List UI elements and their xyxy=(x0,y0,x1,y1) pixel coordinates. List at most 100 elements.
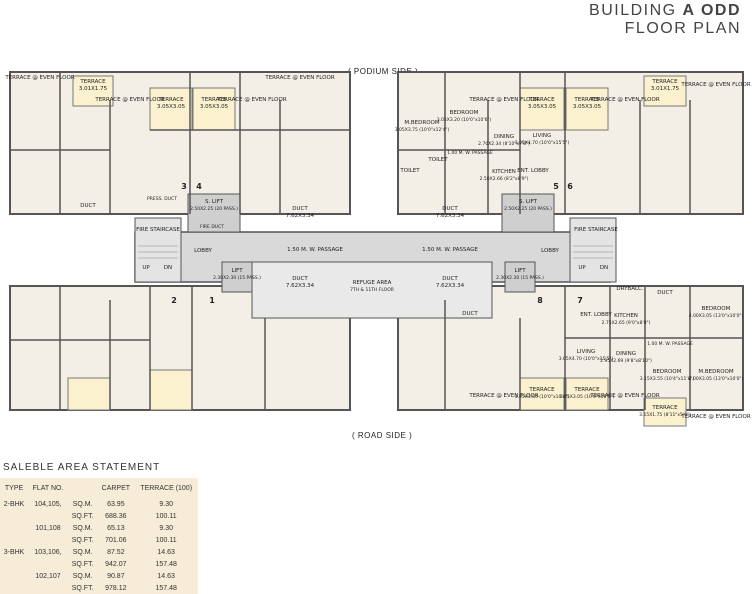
label-terrace-even-2: TERRACE @ EVEN FLOOR xyxy=(94,97,164,103)
label-terrace-even-4: TERRACE @ EVEN FLOOR xyxy=(264,75,334,81)
header-flat-no: FLAT NO. xyxy=(32,484,64,492)
label-terrace-3: TERRACE xyxy=(200,97,227,103)
s-lift-left xyxy=(187,193,241,233)
cell-carpet: 688.36 xyxy=(105,512,127,520)
cell-flat xyxy=(28,582,68,594)
label-fire-staircase-2: FIRE STAIRCASE xyxy=(574,227,618,233)
cell-flat: 101,108 xyxy=(35,524,61,532)
label-terrace-6: TERRACE xyxy=(573,97,600,103)
label-kitchen-2: KITCHEN xyxy=(614,313,638,319)
lift-left xyxy=(221,261,253,293)
label-terrace-even-10: TERRACE @ EVEN FLOOR xyxy=(680,414,750,420)
label-s-lift-1: S. LIFT xyxy=(205,199,224,205)
label-dn-1: DN xyxy=(164,265,172,271)
label-terrace-even-8: TERRACE @ EVEN FLOOR xyxy=(468,393,538,399)
interior-walls xyxy=(10,72,743,410)
cell-unit: SQ.M. xyxy=(72,548,93,556)
label-terrace-5-dim: 3.05X3.05 xyxy=(528,104,557,110)
label-ent-lobby-2: ENT. LOBBY xyxy=(580,312,612,318)
cell-unit: SQ.M. xyxy=(72,524,93,532)
unit-number-6: 6 xyxy=(567,182,573,191)
label-terrace-5: TERRACE xyxy=(528,97,555,103)
label-press-duct: PRESS. DUCT xyxy=(147,196,177,202)
label-terrace-1: TERRACE xyxy=(79,79,106,85)
stair-treads xyxy=(138,245,613,259)
label-m-bedroom: M.BEDROOM xyxy=(404,120,439,126)
cell-type xyxy=(0,558,28,570)
label-terrace-8: TERRACE xyxy=(528,387,555,393)
label-ent-lobby-1: ENT. LOBBY xyxy=(517,168,549,174)
table-row: SQ.FT. 688.36 100.11 xyxy=(0,510,198,522)
label-refuge: REFUGE AREA xyxy=(353,280,392,286)
cell-type: 3-BHK xyxy=(3,548,25,556)
label-terrace-10-dim: 3.15X1.75 (8'11"x5'9") xyxy=(639,412,691,418)
fire-staircase-right xyxy=(569,217,617,283)
label-terrace-10: TERRACE xyxy=(651,405,678,411)
label-lobby-2: LOBBY xyxy=(541,248,559,254)
label-terrace-8-dim: 3.05X3.05 (10'0"x10'0") xyxy=(515,394,570,400)
header-type: TYPE xyxy=(4,484,24,492)
label-m-bedroom-2-dim: 4.00X3.05 (13'0"x10'0") xyxy=(689,376,744,382)
saleable-area-statement-title: SALEBLE AREA STATEMENT xyxy=(3,462,161,473)
table-header-row: TYPE FLAT NO. CARPET TERRACE (100) xyxy=(0,478,198,498)
unit-number-8: 8 xyxy=(537,296,543,305)
label-lobby-1: LOBBY xyxy=(194,248,212,254)
unit-number-1: 1 xyxy=(209,296,215,305)
label-bedroom-2: BEDROOM xyxy=(702,306,731,312)
label-terrace-7-dim: 3.01X1.75 xyxy=(651,86,680,92)
road-side-label: ( ROAD SIDE ) xyxy=(352,431,413,440)
label-passage-1: 1.50 M. W. PASSAGE xyxy=(287,247,343,253)
label-terrace-even-9: TERRACE @ EVEN FLOOR xyxy=(589,393,659,399)
terrace-f xyxy=(643,75,687,107)
label-dining-2: DINING xyxy=(616,351,636,357)
saleable-area-table: TYPE FLAT NO. CARPET TERRACE (100) 2-BHK… xyxy=(0,478,198,594)
cell-carpet: 978.12 xyxy=(105,584,127,592)
label-bedroom-3-dim: 3.15X3.55 (10'4"x11'8") xyxy=(640,376,695,382)
label-bedroom-3: BEDROOM xyxy=(653,369,682,375)
cell-terrace: 157.48 xyxy=(155,584,177,592)
label-terrace-even-1: TERRACE @ EVEN FLOOR xyxy=(4,75,74,81)
label-fire-duct: FIRE DUCT xyxy=(200,224,224,230)
terraces xyxy=(67,75,687,427)
label-terrace-1-dim: 3.01X1.75 xyxy=(79,86,108,92)
terrace-d xyxy=(519,87,565,131)
label-living: LIVING xyxy=(533,133,551,139)
label-duct-4-dim: 7.62X3.34 xyxy=(286,283,315,289)
label-terrace-9: TERRACE xyxy=(573,387,600,393)
label-terrace-even-7: TERRACE @ EVEN FLOOR xyxy=(680,82,750,88)
terrace-e xyxy=(565,87,609,131)
header-unit xyxy=(68,478,97,498)
label-terrace-even-5: TERRACE @ EVEN FLOOR xyxy=(468,97,538,103)
unit-numbers: 3 4 5 6 2 1 8 7 xyxy=(171,182,583,305)
central-core xyxy=(134,193,617,319)
unit-number-3: 3 xyxy=(181,182,187,191)
floor-plan-drawing: TERRACE @ EVEN FLOOR TERRACE 3.01X1.75 T… xyxy=(4,71,751,427)
cell-carpet: 942.07 xyxy=(105,560,127,568)
cell-type xyxy=(0,522,28,534)
label-lift-2-dim: 2.30X2.30 (15 PASS.) xyxy=(496,275,544,281)
cell-type xyxy=(0,582,28,594)
cell-type xyxy=(0,534,28,546)
terrace-a xyxy=(72,75,114,107)
terrace-i xyxy=(519,377,565,411)
cell-flat xyxy=(28,510,68,522)
cell-unit: SQ.FT. xyxy=(71,584,94,592)
label-kitchen-2-dim: 2.75X2.65 (9'0"x8'8") xyxy=(602,320,651,326)
cell-terrace: 14.63 xyxy=(157,548,175,556)
label-duct-5: DUCT xyxy=(442,276,458,282)
label-fire-staircase-1: FIRE STAIRCASE xyxy=(136,227,180,233)
label-m-bedroom-2: M.BEDROOM xyxy=(698,369,733,375)
cell-unit: SQ.FT. xyxy=(71,560,94,568)
s-lift-right xyxy=(501,193,555,233)
cell-terrace: 100.11 xyxy=(155,536,177,544)
room-labels: TERRACE @ EVEN FLOOR TERRACE 3.01X1.75 T… xyxy=(4,75,750,420)
lift-right xyxy=(504,261,536,293)
cell-flat xyxy=(28,558,68,570)
terrace-j xyxy=(565,377,609,411)
table-row: SQ.FT. 978.12 157.48 xyxy=(0,582,198,594)
cell-terrace: 9.30 xyxy=(159,524,173,532)
table-row: 101,108 SQ.M. 65.13 9.30 xyxy=(0,522,198,534)
terrace-h xyxy=(67,377,111,411)
label-s-lift-2-dim: 2.50X2.25 (20 PASS.) xyxy=(504,206,552,212)
label-terrace-even-6: TERRACE @ EVEN FLOOR xyxy=(589,97,659,103)
